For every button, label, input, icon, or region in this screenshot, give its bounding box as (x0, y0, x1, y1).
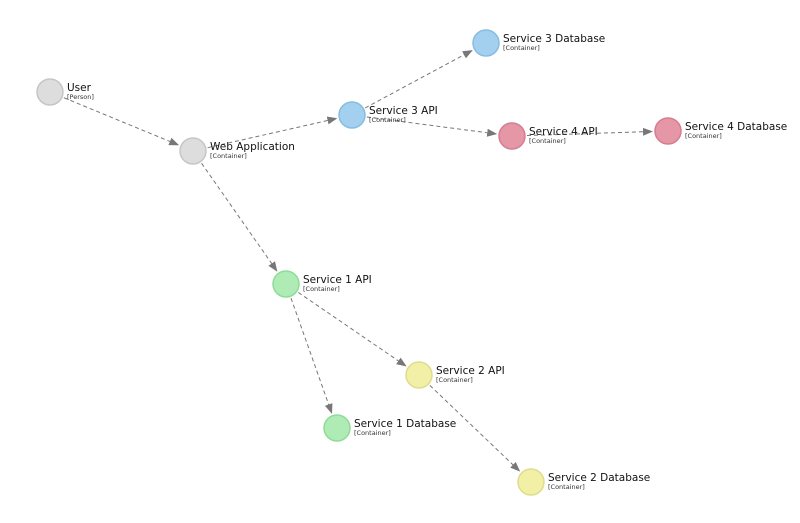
node-circle-user[interactable] (36, 78, 64, 106)
node-circle-service-3-database[interactable] (472, 29, 500, 57)
node-service-2-api[interactable]: Service 2 API[Container] (405, 361, 505, 389)
node-label-service-2-api: Service 2 API (436, 365, 505, 377)
node-label-service-3-database: Service 3 Database (503, 33, 605, 45)
node-label-service-1-api: Service 1 API (303, 274, 372, 286)
node-label-service-4-api: Service 4 API (529, 126, 598, 138)
edge-service-1-api-to-service-2-api (298, 292, 407, 367)
node-label-service-3-api: Service 3 API (369, 105, 438, 117)
node-service-3-api[interactable]: Service 3 API[Container] (338, 101, 438, 129)
node-circle-service-4-database[interactable] (654, 117, 682, 145)
node-label-user: User (67, 82, 92, 94)
node-circle-service-3-api[interactable] (338, 101, 366, 129)
edge-user-to-web-application (63, 97, 180, 146)
node-circle-service-2-api[interactable] (405, 361, 433, 389)
node-type-service-2-database: [Container] (548, 483, 585, 491)
node-user[interactable]: User[Person] (36, 78, 94, 106)
node-type-web-application: [Container] (210, 152, 247, 160)
node-circle-service-1-database[interactable] (323, 414, 351, 442)
node-type-service-4-api: [Container] (529, 137, 566, 145)
node-web-application[interactable]: Web Application[Container] (179, 137, 295, 165)
node-label-service-1-database: Service 1 Database (354, 418, 456, 430)
node-circle-service-1-api[interactable] (272, 270, 300, 298)
node-circle-web-application[interactable] (179, 137, 207, 165)
node-type-service-1-database: [Container] (354, 429, 391, 437)
node-type-service-4-database: [Container] (685, 132, 722, 140)
edges-layer (63, 50, 654, 472)
edge-service-3-api-to-service-3-database (364, 50, 473, 109)
node-service-1-api[interactable]: Service 1 API[Container] (272, 270, 372, 298)
node-type-service-3-database: [Container] (503, 44, 540, 52)
node-circle-service-2-database[interactable] (517, 468, 545, 496)
node-type-service-3-api: [Container] (369, 116, 406, 124)
node-label-service-4-database: Service 4 Database (685, 121, 787, 133)
node-service-1-database[interactable]: Service 1 Database[Container] (323, 414, 456, 442)
node-type-service-1-api: [Container] (303, 285, 340, 293)
edge-service-3-api-to-service-4-api (366, 116, 498, 137)
node-service-3-database[interactable]: Service 3 Database[Container] (472, 29, 605, 57)
node-type-user: [Person] (67, 93, 94, 101)
node-service-4-api[interactable]: Service 4 API[Container] (498, 122, 598, 150)
edge-web-application-to-service-3-api (207, 116, 338, 149)
node-service-4-database[interactable]: Service 4 Database[Container] (654, 117, 787, 145)
node-label-service-2-database: Service 2 Database (548, 472, 650, 484)
node-circle-service-4-api[interactable] (498, 122, 526, 150)
edge-service-1-api-to-service-1-database (290, 297, 333, 414)
node-service-2-database[interactable]: Service 2 Database[Container] (517, 468, 650, 496)
edge-web-application-to-service-1-api (201, 163, 278, 272)
node-label-web-application: Web Application (210, 141, 295, 153)
nodes-layer: User[Person]Web Application[Container]Se… (36, 29, 787, 496)
node-type-service-2-api: [Container] (436, 376, 473, 384)
